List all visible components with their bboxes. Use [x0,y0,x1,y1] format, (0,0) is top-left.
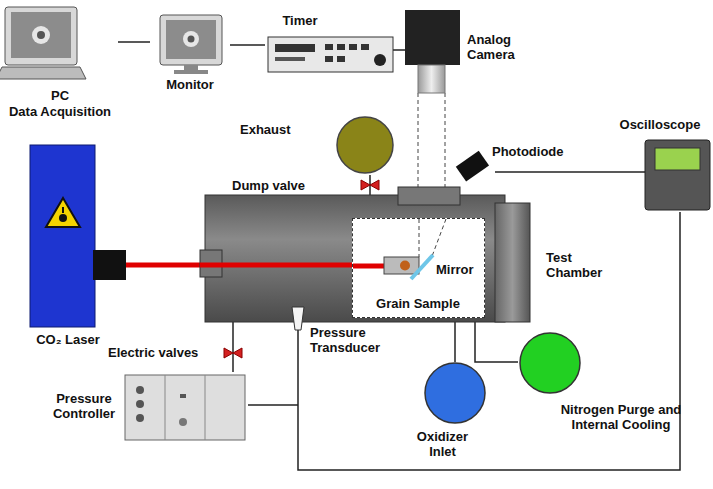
node-text: Oscilloscope [611,118,709,133]
connector-line [495,171,645,173]
connector-line [454,318,456,362]
node-text: Timer [275,14,325,29]
oxidizer-tank: Oxidizer Inlet [405,362,485,474]
node-text: Nitrogen Purge and Internal Cooling [556,403,686,433]
dump-valve-symbol [361,180,379,190]
node-text: Test Chamber [546,251,626,281]
timer-device: Timer [265,12,393,74]
node-text: Data Acquisition [2,105,118,120]
nitrogen-tank: Nitrogen Purge and Internal Cooling [518,333,688,448]
camera-view-line [445,93,446,190]
electric-valve-symbol [224,348,242,358]
node-text: Exhaust [240,123,305,138]
analog-camera: Analog Camera [405,5,545,95]
photodiode: Photodiode [455,145,495,187]
controller-wire [248,404,298,406]
node-text: Pressure Controller [48,392,120,422]
node-text: PC [2,89,118,104]
monitor-icon: Monitor [150,10,230,98]
test-chamber: Test ChamberGrain Sample [200,195,540,322]
sensor-label: Pressure Transducer [310,326,405,356]
pressure-controller: Pressure Controller [48,372,248,442]
node-text: Monitor [150,78,230,93]
node-text: CO₂ Laser [28,333,108,348]
node-text: Analog Camera [467,33,542,63]
co2-laser: CO₂ Laser [28,143,126,348]
connector-line [118,41,150,43]
laser-beam [126,263,200,268]
part-label: Mirror [436,263,474,278]
node-text: Oxidizer Inlet [405,430,480,460]
valve-label: Dump valve [232,179,305,194]
node-text: Photodiode [492,145,574,160]
camera-view-line [418,93,419,190]
exhaust-tank: Exhaust [240,115,395,175]
photodiode-drawing [455,145,495,187]
oscilloscope: Oscilloscope [645,140,711,212]
connector-line [475,322,518,362]
connector-line [393,49,405,51]
pc-icon: PCData Acquisition [2,5,118,125]
oscilloscope-drawing [645,140,711,212]
co2-laser-drawing [28,143,126,348]
connector-line [232,322,234,372]
connector-line [230,44,265,46]
valve-label: Electric valves [108,346,198,361]
node-text: Grain Sample [353,297,483,312]
